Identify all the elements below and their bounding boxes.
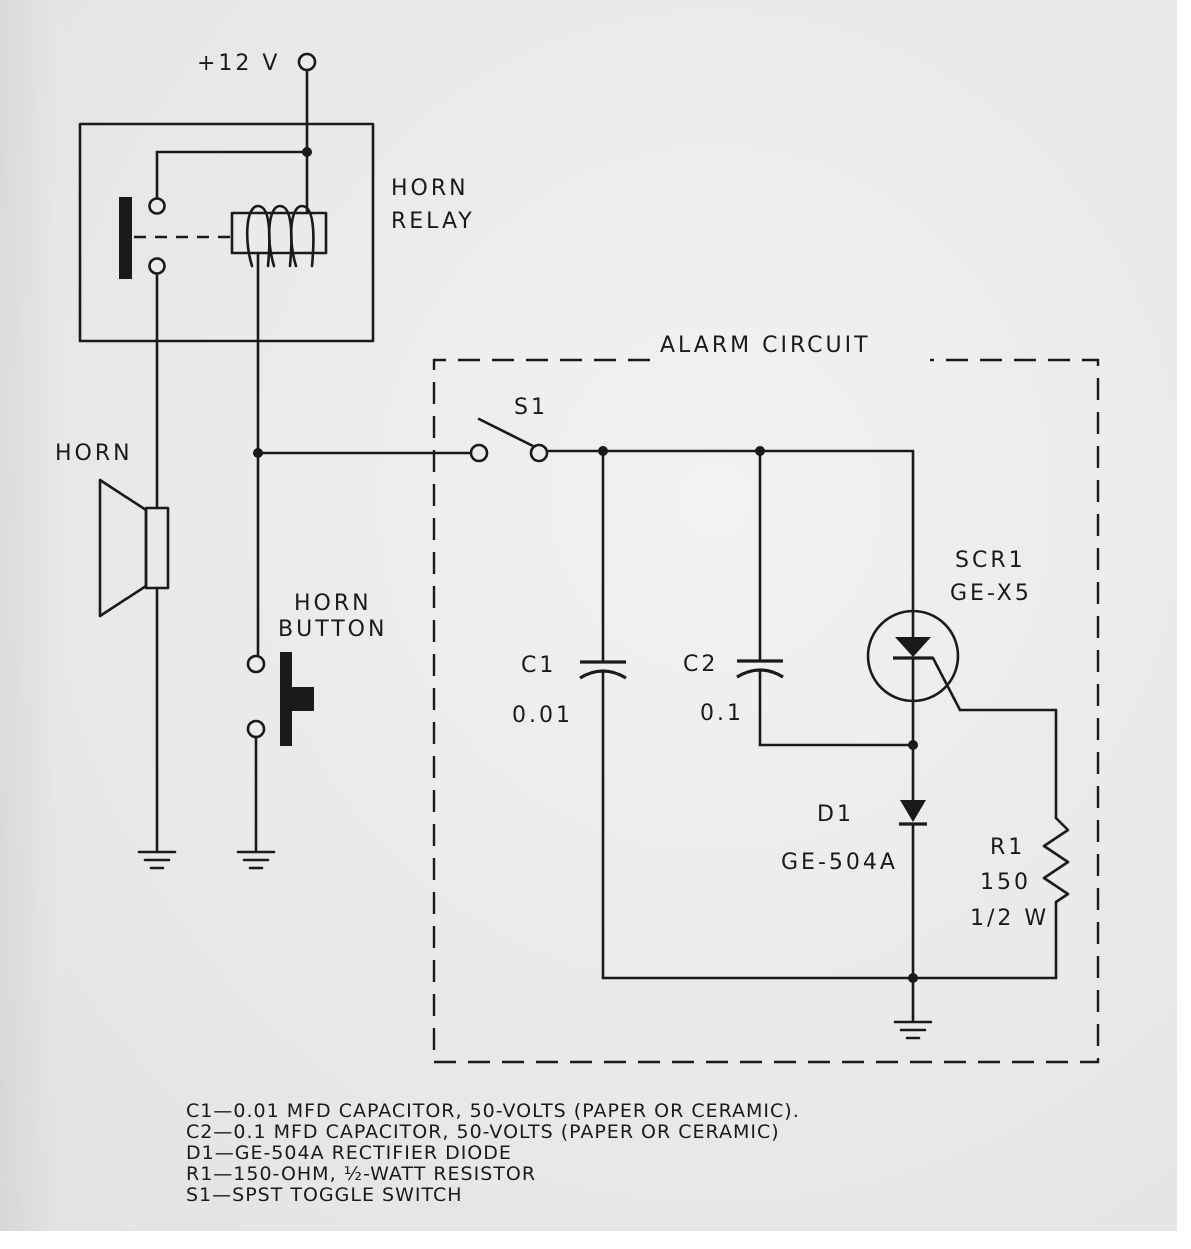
supply-terminal: +12 V xyxy=(197,51,317,76)
switch-s1: S1 xyxy=(469,395,915,463)
horn-ground xyxy=(137,850,177,870)
c2-name: C2 xyxy=(683,652,718,677)
horn-button-label-1: HORN xyxy=(294,591,372,616)
parts-list-item: C2—0.1 MFD CAPACITOR, 50-VOLTS (PAPER OR… xyxy=(186,1121,780,1143)
alarm-circuit-box xyxy=(432,358,1100,1064)
parts-list-item: D1—GE-504A RECTIFIER DIODE xyxy=(186,1142,512,1164)
c2-value: 0.1 xyxy=(700,701,744,726)
button-ground xyxy=(236,850,276,870)
parts-list-item: C1—0.01 MFD CAPACITOR, 50-VOLTS (PAPER O… xyxy=(186,1100,800,1122)
r1-power: 1/2 W xyxy=(970,906,1049,931)
r1-value: 150 xyxy=(980,870,1031,895)
horn-label: HORN xyxy=(55,441,133,466)
s1-label: S1 xyxy=(514,395,548,420)
d1-name: D1 xyxy=(817,802,854,827)
parts-list-item: S1—SPST TOGGLE SWITCH xyxy=(186,1184,463,1206)
capacitor-c2: C2 0.1 xyxy=(683,446,915,747)
bottom-bus xyxy=(601,973,1058,1022)
c1-value: 0.01 xyxy=(512,703,573,728)
alarm-schematic: +12 V HORN RELAY HORN xyxy=(55,51,1100,1064)
alarm-ground xyxy=(893,1020,933,1040)
diode-d1: D1 GE-504A xyxy=(781,740,927,980)
capacitor-c1: C1 0.01 xyxy=(512,446,627,980)
resistor-r1: R1 150 1/2 W xyxy=(958,708,1070,980)
d1-part: GE-504A xyxy=(781,850,898,875)
horn-speaker xyxy=(98,478,170,852)
scr-scr1: SCR1 GE-X5 xyxy=(866,449,1032,747)
c1-name: C1 xyxy=(521,653,556,678)
horn-button-label-2: BUTTON xyxy=(278,617,387,642)
horn-relay-box xyxy=(78,122,375,343)
horn-relay-label-2: RELAY xyxy=(391,209,475,234)
r1-name: R1 xyxy=(990,835,1025,860)
horn-button xyxy=(246,448,314,852)
horn-relay-label-1: HORN xyxy=(391,176,469,201)
alarm-circuit-label: ALARM CIRCUIT xyxy=(660,333,871,358)
horn-relay xyxy=(119,147,328,510)
scr1-name: SCR1 xyxy=(955,548,1026,573)
scan-border-bottom xyxy=(0,1231,1191,1249)
supply-label: +12 V xyxy=(197,51,280,76)
parts-list-item: R1—150-OHM, ½-WATT RESISTOR xyxy=(186,1163,537,1185)
parts-list: C1—0.01 MFD CAPACITOR, 50-VOLTS (PAPER O… xyxy=(186,1101,800,1206)
scr1-part: GE-X5 xyxy=(950,581,1032,606)
scan-border-right xyxy=(1177,0,1191,1249)
